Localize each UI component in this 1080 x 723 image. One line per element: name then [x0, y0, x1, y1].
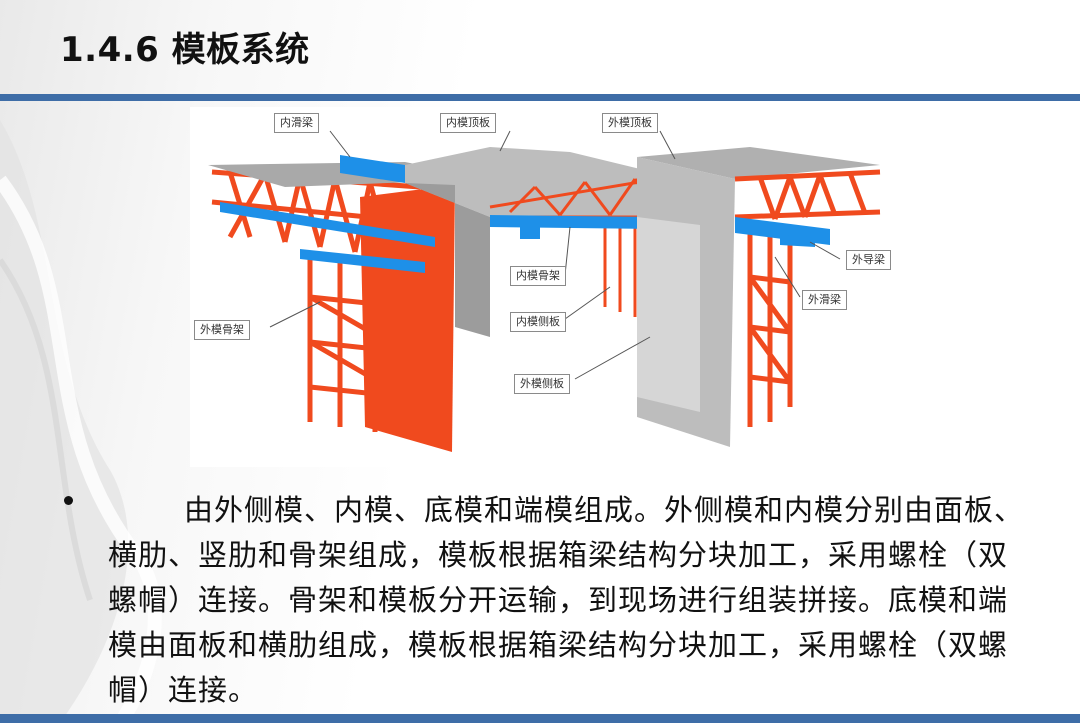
callout-inner-slide-beam: 内滑梁 — [274, 113, 319, 133]
inner-top-panel — [405, 147, 640, 217]
callout-outer-guide-beam: 外导梁 — [846, 250, 891, 270]
callout-outer-frame: 外模骨架 — [194, 320, 250, 340]
formwork-illustration — [208, 130, 881, 452]
footer-rule — [0, 714, 1080, 723]
slide-title: 1.4.6 模板系统 — [60, 30, 310, 70]
formwork-diagram: 内滑梁 内模顶板 外模顶板 外导梁 外滑梁 内模骨架 内模侧板 外模侧板 外模骨… — [190, 107, 896, 467]
bullet-marker — [64, 496, 73, 505]
callout-inner-side-panel: 内模侧板 — [510, 312, 566, 332]
inner-slide-beam-left — [340, 155, 405, 183]
callout-outer-slide-beam: 外滑梁 — [802, 290, 847, 310]
outer-top-panel-right — [637, 147, 880, 179]
body-paragraph: 由外侧模、内模、底模和端模组成。外侧模和内模分别由面板、横肋、竖肋和骨架组成，模… — [108, 493, 1025, 707]
callout-outer-top-panel: 外模顶板 — [602, 113, 658, 133]
title-underline — [0, 94, 1080, 101]
callout-inner-top-panel: 内模顶板 — [440, 113, 496, 133]
background-wave — [0, 120, 162, 723]
callout-outer-side-panel: 外模侧板 — [514, 374, 570, 394]
outer-side-panel-left — [360, 185, 455, 452]
callout-inner-frame: 内模骨架 — [510, 266, 566, 286]
outer-frame-right — [734, 169, 881, 427]
